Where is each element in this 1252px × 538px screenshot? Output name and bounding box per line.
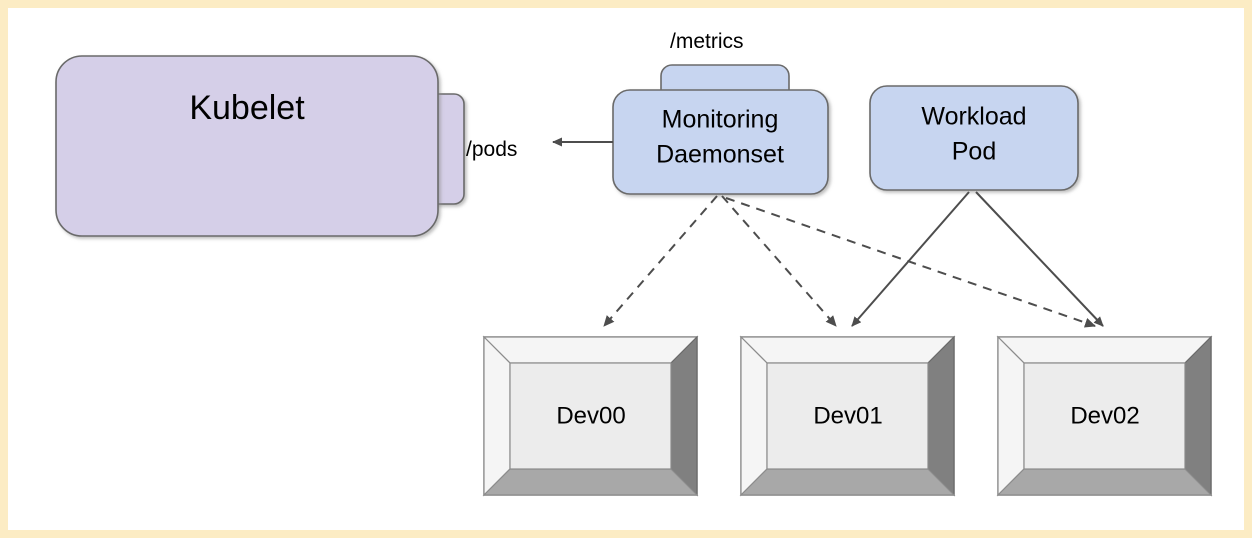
dev01-bevel-right (927, 335, 955, 497)
dev00-bevel-bottom (482, 468, 699, 496)
dev02-label: Dev02 (1070, 402, 1139, 429)
workload-pod-label-line1: Workload (921, 103, 1026, 131)
workload-pod-label-line2: Pod (952, 138, 996, 166)
device-dev01[interactable]: Dev01 (739, 335, 956, 497)
pods-port-label: /pods (466, 138, 517, 161)
workload-pod-box (869, 85, 1079, 191)
monitoring-daemonset-label-line1: Monitoring (662, 106, 779, 134)
workload-pod-node[interactable]: Workload Pod (869, 85, 1079, 191)
dev02-bevel-top (996, 336, 1213, 364)
dev02-bevel-left (997, 335, 1025, 497)
kubelet-node[interactable]: Kubelet (55, 55, 439, 237)
metrics-port-label: /metrics (670, 30, 744, 53)
device-dev00[interactable]: Dev00 (482, 335, 699, 497)
edge-workload-to-dev02 (975, 191, 1104, 327)
dev02-bevel-right (1184, 335, 1212, 497)
dev00-label: Dev00 (556, 402, 625, 429)
kubelet-label: Kubelet (189, 89, 305, 127)
dev01-label: Dev01 (813, 402, 882, 429)
dev00-bevel-right (670, 335, 698, 497)
dev01-face (766, 362, 929, 470)
dev00-bevel-top (482, 336, 699, 364)
kubelet-box (55, 55, 439, 237)
dev01-bevel-left (740, 335, 768, 497)
dev01-bevel-top (739, 336, 956, 364)
edge-workload-to-dev01 (851, 191, 970, 327)
dev02-face (1023, 362, 1186, 470)
edge-monitoring-to-dev02 (725, 197, 1096, 328)
architecture-diagram: Kubelet /pods /metrics Monitoring Daemon… (55, 30, 1213, 497)
monitoring-daemonset-label-line2: Daemonset (656, 141, 784, 169)
dev01-bevel-bottom (739, 468, 956, 496)
dev00-face (509, 362, 672, 470)
dev00-bevel-left (483, 335, 511, 497)
device-dev02[interactable]: Dev02 (996, 335, 1213, 497)
monitoring-daemonset-node[interactable]: Monitoring Daemonset (612, 89, 829, 195)
edge-monitoring-to-dev01 (721, 195, 837, 327)
dev02-bevel-bottom (996, 468, 1213, 496)
edge-monitoring-to-dev00 (603, 195, 718, 327)
